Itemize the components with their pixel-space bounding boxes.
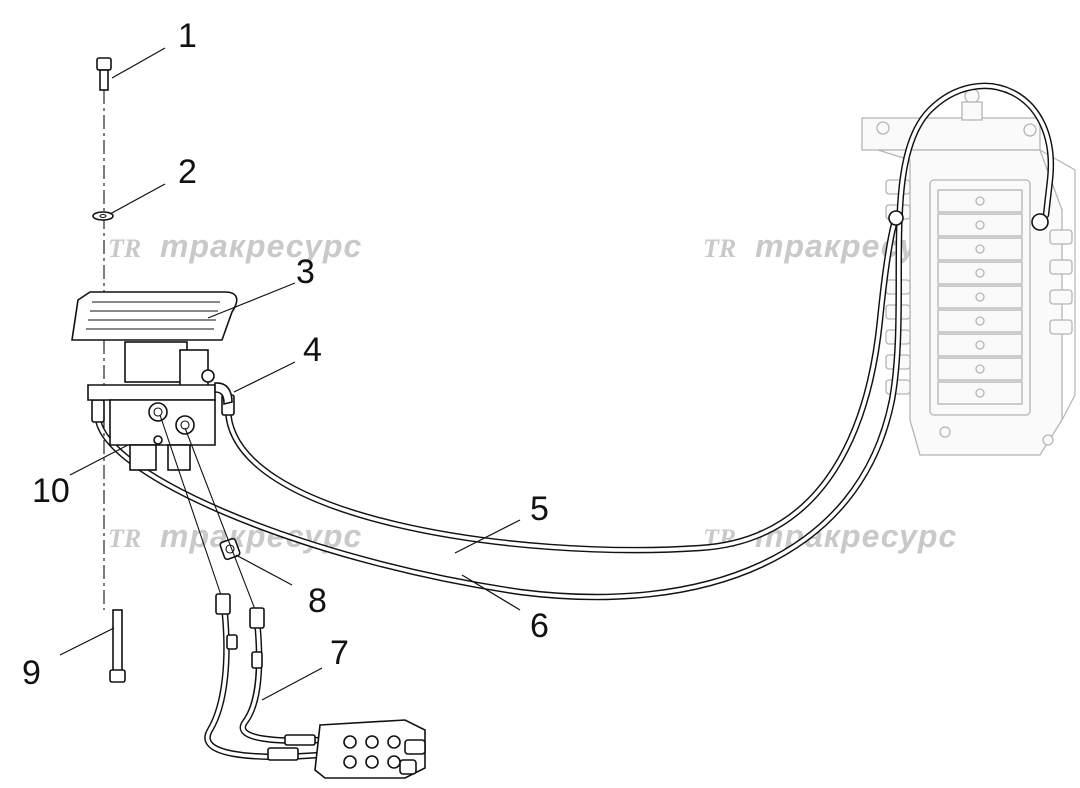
- callout-8: 8: [308, 582, 327, 620]
- watermark-logo: TR: [108, 524, 141, 553]
- callout-1: 1: [178, 17, 197, 55]
- brake-valve-block: [267, 719, 426, 779]
- watermark-logo: TR: [703, 234, 736, 263]
- callout-6: 6: [530, 607, 549, 645]
- callout-5: 5: [530, 490, 549, 528]
- watermark-text: тракресурс: [160, 228, 362, 264]
- callout-3: 3: [296, 253, 315, 291]
- leader-lines: [59, 47, 521, 701]
- watermark-logo: TR: [108, 234, 141, 263]
- bolt-part-1: [96, 57, 112, 91]
- callout-4: 4: [303, 331, 322, 369]
- callout-2: 2: [178, 153, 197, 191]
- callout-7: 7: [330, 634, 349, 672]
- hose-5: [224, 214, 900, 554]
- bolt-part-9: [109, 609, 126, 683]
- hoses-part-7: [159, 414, 324, 760]
- distributor-valve-block: [861, 88, 1076, 456]
- callout-10: 10: [32, 472, 70, 510]
- valve-sections: [937, 189, 1023, 405]
- pedal-part-3: [71, 291, 238, 387]
- callout-labels: 1 2 3 4 5 6 7 8 9 10: [22, 17, 549, 692]
- washer-part-2: [92, 211, 114, 221]
- watermark-bottom-right: TR тракресурс: [703, 518, 956, 554]
- callout-9: 9: [22, 654, 41, 692]
- watermark-top-left: TR тракресурс: [108, 228, 362, 264]
- hose-6: [94, 82, 1055, 601]
